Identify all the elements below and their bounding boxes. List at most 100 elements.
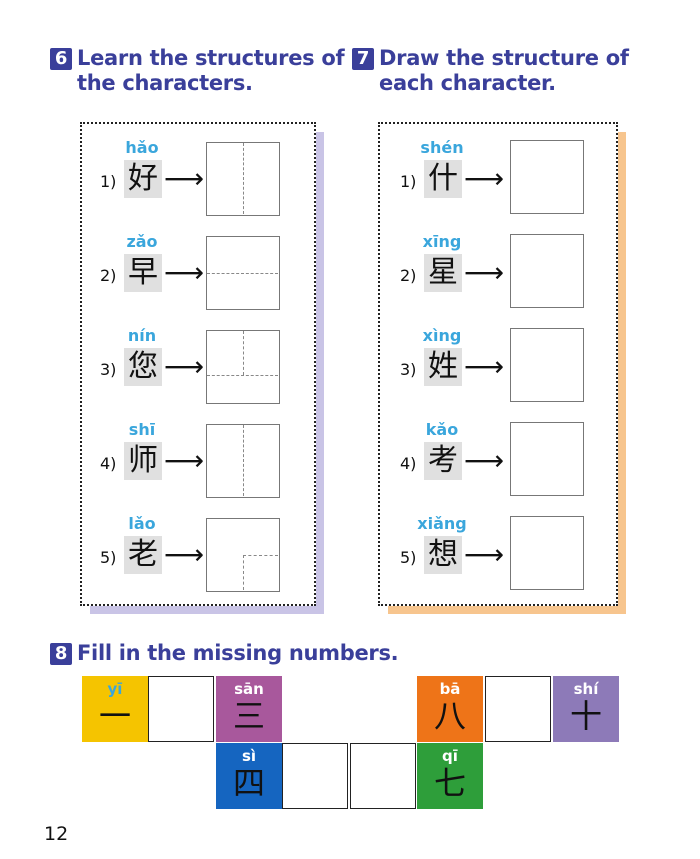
page-number: 12 [44, 823, 69, 845]
pinyin-label: kǎo [425, 420, 459, 439]
draw-item-2: xīng 2) 星 ⟶ [380, 232, 616, 326]
pinyin-label: sì [241, 747, 257, 765]
right-arrow-icon: ⟶ [164, 350, 205, 383]
blank-number-box[interactable] [350, 743, 416, 809]
number-character: 八 [433, 697, 466, 735]
pinyin-label: qī [442, 747, 458, 765]
character-tile: 您 [124, 348, 162, 386]
structure-guide-vertical [243, 331, 244, 375]
draw-item-4: kǎo 4) 考 ⟶ [380, 420, 616, 514]
exercise-6-title-line1: Learn the structures of [77, 46, 345, 70]
structure-guide-vertical [243, 425, 244, 496]
pinyin-label: shén [420, 138, 464, 157]
pinyin-label: zǎo [126, 232, 158, 251]
blank-number-box[interactable] [282, 743, 348, 809]
structure-box [206, 142, 280, 216]
number-card-one: yī 一 [82, 676, 148, 742]
item-number: 4) [100, 454, 117, 473]
item-number: 4) [400, 454, 417, 473]
right-arrow-icon: ⟶ [164, 538, 205, 571]
number-character: 十 [569, 697, 602, 735]
character-tile: 好 [124, 160, 162, 198]
learn-item-4: shī 4) 师 ⟶ [82, 420, 314, 514]
structure-guide-horizontal [243, 555, 278, 556]
exercise-7-title-line1: Draw the structure of [379, 46, 629, 70]
structure-guide-vertical [243, 555, 244, 590]
drawing-box[interactable] [510, 328, 584, 402]
exercise-8-number: 8 [50, 643, 72, 665]
character-tile: 考 [424, 442, 462, 480]
number-card-ten: shí 十 [553, 676, 619, 742]
right-arrow-icon: ⟶ [164, 444, 205, 477]
structure-guide-horizontal [207, 273, 278, 274]
right-arrow-icon: ⟶ [464, 444, 505, 477]
learn-structures-panel: hǎo 1) 好 ⟶ zǎo 2) 早 ⟶ nín 3) 您 ⟶ shī 4) … [80, 122, 316, 606]
right-arrow-icon: ⟶ [464, 350, 505, 383]
draw-structures-panel: shén 1) 什 ⟶ xīng 2) 星 ⟶ xìng 3) 姓 ⟶ kǎo … [378, 122, 618, 606]
learn-item-3: nín 3) 您 ⟶ [82, 326, 314, 420]
item-number: 2) [100, 266, 117, 285]
draw-item-1: shén 1) 什 ⟶ [380, 138, 616, 232]
drawing-box[interactable] [510, 234, 584, 308]
structure-box [206, 236, 280, 310]
exercise-7-title-line2: each character. [379, 71, 556, 95]
pinyin-label: xìng [422, 326, 462, 345]
draw-item-3: xìng 3) 姓 ⟶ [380, 326, 616, 420]
item-number: 5) [100, 548, 117, 567]
pinyin-label: lǎo [128, 514, 156, 533]
learn-item-5: lǎo 5) 老 ⟶ [82, 514, 314, 608]
pinyin-label: xīng [422, 232, 462, 251]
item-number: 2) [400, 266, 417, 285]
pinyin-label: hǎo [125, 138, 159, 157]
pinyin-label: shī [128, 420, 156, 439]
right-arrow-icon: ⟶ [464, 538, 505, 571]
character-tile: 老 [124, 536, 162, 574]
learn-item-2: zǎo 2) 早 ⟶ [82, 232, 314, 326]
structure-guide-horizontal [207, 375, 278, 376]
right-arrow-icon: ⟶ [464, 162, 505, 195]
right-arrow-icon: ⟶ [164, 162, 205, 195]
character-tile: 想 [424, 536, 462, 574]
pinyin-label: nín [127, 326, 157, 345]
exercise-6-number: 6 [50, 48, 72, 70]
number-character: 七 [433, 764, 466, 802]
pinyin-label: shí [573, 680, 599, 698]
exercise-7-number: 7 [352, 48, 374, 70]
blank-number-box[interactable] [485, 676, 551, 742]
item-number: 3) [400, 360, 417, 379]
number-character: 四 [232, 764, 265, 802]
number-character: 一 [98, 697, 131, 735]
exercise-8-title-text: Fill in the missing numbers. [77, 641, 399, 665]
character-tile: 姓 [424, 348, 462, 386]
structure-guide-vertical [243, 143, 244, 214]
character-tile: 什 [424, 160, 462, 198]
number-card-seven: qī 七 [417, 743, 483, 809]
pinyin-label: yī [107, 680, 123, 698]
number-card-four: sì 四 [216, 743, 282, 809]
pinyin-label: xiǎng [417, 514, 467, 533]
structure-box [206, 518, 280, 592]
character-tile: 星 [424, 254, 462, 292]
item-number: 3) [100, 360, 117, 379]
number-card-eight: bā 八 [417, 676, 483, 742]
learn-item-1: hǎo 1) 好 ⟶ [82, 138, 314, 232]
draw-item-5: xiǎng 5) 想 ⟶ [380, 514, 616, 608]
character-tile: 师 [124, 442, 162, 480]
drawing-box[interactable] [510, 140, 584, 214]
structure-box [206, 330, 280, 404]
right-arrow-icon: ⟶ [464, 256, 505, 289]
number-card-three: sān 三 [216, 676, 282, 742]
pinyin-label: sān [234, 680, 264, 698]
structure-box [206, 424, 280, 498]
drawing-box[interactable] [510, 422, 584, 496]
item-number: 1) [100, 172, 117, 191]
number-character: 三 [232, 697, 265, 735]
item-number: 1) [400, 172, 417, 191]
blank-number-box[interactable] [148, 676, 214, 742]
pinyin-label: bā [439, 680, 461, 698]
drawing-box[interactable] [510, 516, 584, 590]
right-arrow-icon: ⟶ [164, 256, 205, 289]
